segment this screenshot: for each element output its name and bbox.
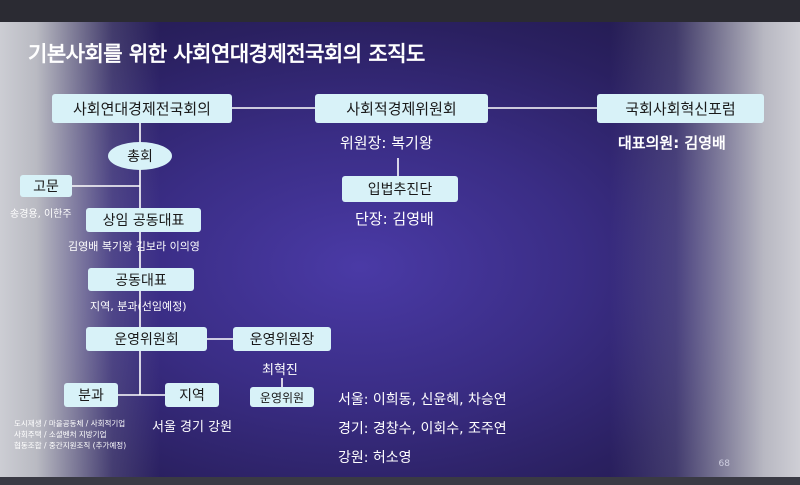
regions-box: 지역 [165, 383, 219, 407]
general-assembly-oval: 총회 [108, 142, 172, 170]
copresidents-note: 지역, 분과(선임예정) [90, 300, 187, 313]
page-title: 기본사회를 위한 사회연대경제전국회의 조직도 [28, 42, 425, 66]
forum-rep-label: 대표의원: 김영배 [618, 134, 726, 152]
subcommittee-list-line-1: 도시재생 / 마을공동체 / 사회적기업 [14, 419, 126, 428]
parliament-forum-box: 국회사회혁신포럼 [597, 94, 764, 123]
legislative-team-box: 입법추진단 [342, 176, 458, 202]
page-number: 68 [718, 459, 730, 469]
subcommittee-list-line-3: 협동조합 / 중간지원조직 (추가예정) [14, 441, 127, 450]
committee-chair-label: 위원장: 복기왕 [340, 134, 433, 152]
steering-committee-box: 운영위원회 [86, 327, 207, 351]
national-council-box: 사회연대경제전국회의 [52, 94, 232, 123]
top-band [0, 0, 800, 22]
steering-chair-name: 최혁진 [262, 363, 298, 378]
steering-chair-box: 운영위원장 [233, 327, 331, 351]
subcommittees-box: 분과 [64, 383, 118, 407]
members-gyeonggi: 경기: 경창수, 이회수, 조주연 [338, 421, 507, 437]
subcommittee-list-line-2: 사회주택 / 소셜벤처 지방기업 [14, 430, 107, 439]
standing-copresidents-box: 상임 공동대표 [86, 208, 201, 232]
bottom-band [0, 477, 800, 485]
right-curtain [610, 0, 800, 485]
members-seoul: 서울: 이희동, 신윤혜, 차승연 [338, 392, 507, 408]
advisor-box: 고문 [20, 175, 72, 197]
advisor-names: 송경용, 이한주 [10, 209, 72, 220]
members-gangwon: 강원: 허소영 [338, 450, 412, 466]
social-economy-committee-box: 사회적경제위원회 [315, 94, 488, 123]
steering-members-box: 운영위원 [250, 387, 314, 407]
standing-copresidents-names: 김영배 복기왕 김보라 이의영 [68, 240, 200, 253]
team-leader-label: 단장: 김영배 [355, 210, 434, 228]
copresidents-box: 공동대표 [88, 268, 194, 291]
regions-list: 서울 경기 강원 [152, 420, 233, 435]
